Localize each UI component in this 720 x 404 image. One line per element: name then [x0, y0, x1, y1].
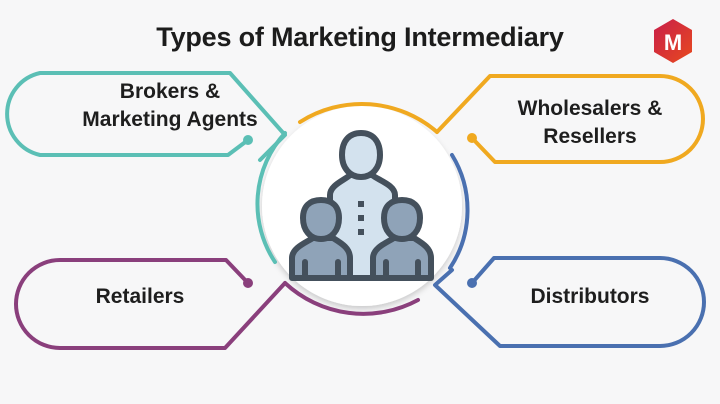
retailers-connector-shape: [14, 258, 420, 350]
svg-text:M: M: [664, 30, 682, 55]
distributors-connector-shape: [433, 153, 706, 348]
group-people-icon: [289, 130, 434, 281]
brand-hexagon-logo-icon: M: [654, 19, 692, 63]
label-brokers: Brokers & Marketing Agents: [70, 78, 270, 134]
brokers-connector-shape: [5, 71, 287, 264]
label-brokers-line1: Brokers &: [119, 80, 221, 103]
label-distributors: Distributors: [530, 285, 650, 308]
label-wholesalers-line1: Wholesalers &: [517, 97, 663, 120]
brokers-node-dot: [243, 135, 253, 145]
label-brokers-line2: Marketing Agents: [82, 108, 258, 131]
label-wholesalers: Wholesalers & Resellers: [490, 95, 690, 151]
retailers-node-dot: [243, 278, 253, 288]
distributors-node-dot: [467, 278, 477, 288]
wholesalers-node-dot: [467, 133, 477, 143]
label-wholesalers-line2: Resellers: [543, 125, 637, 148]
label-retailers: Retailers: [95, 285, 185, 308]
wholesalers-connector-shape: [298, 74, 705, 164]
diagram-title: Types of Marketing Intermediary: [156, 22, 564, 52]
